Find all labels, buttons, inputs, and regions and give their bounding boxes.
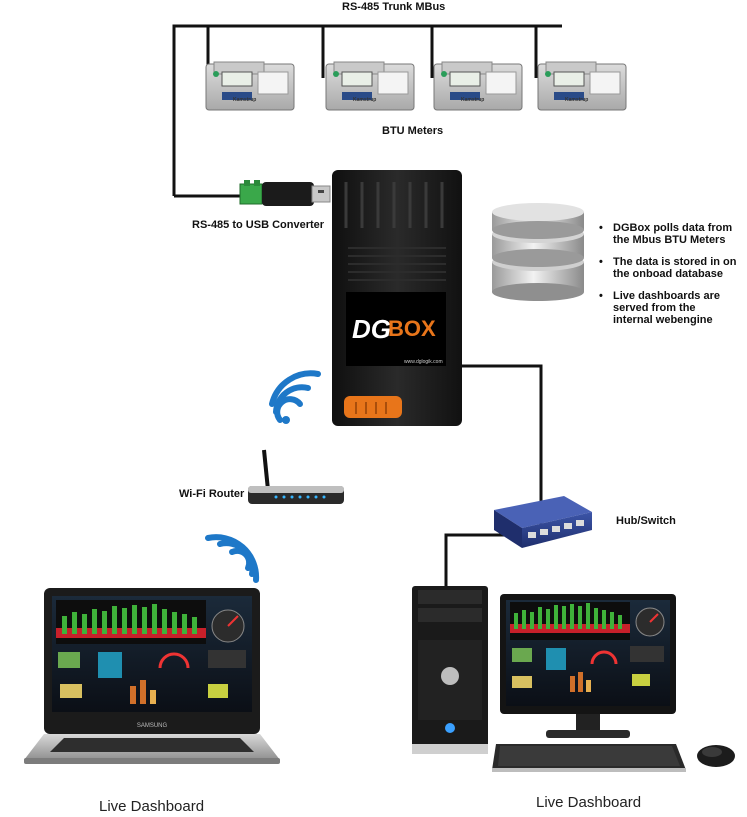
dgbox-logo-box: BOX — [388, 316, 436, 341]
dgbox-url: www.dglogik.com — [404, 359, 443, 365]
feature-bullet: Live dashboards are served from the inte… — [598, 290, 738, 326]
mouse — [697, 745, 735, 767]
dgbox-device: DG BOX www.dglogik.com — [332, 170, 462, 426]
hub-switch — [494, 496, 592, 548]
feature-bullet: The data is stored in on the onboad data… — [598, 256, 738, 280]
dgbox-logo-dg: DG — [352, 314, 391, 344]
wifi-router — [248, 449, 344, 504]
btu-meter — [433, 61, 523, 111]
meter-brand: Kamstrup — [565, 97, 589, 103]
laptop: SAMSUNG — [24, 588, 280, 764]
converter-label: RS-485 to USB Converter — [192, 219, 325, 231]
keyboard — [492, 744, 686, 772]
live-dashboard-right-label: Live Dashboard — [536, 794, 642, 811]
desktop-monitor — [500, 594, 676, 738]
feature-bullet: DGBox polls data from the Mbus BTU Meter… — [598, 222, 738, 246]
wifi-router-label: Wi-Fi Router — [179, 488, 245, 500]
database-icon — [492, 203, 584, 301]
ethernet-cable — [444, 364, 543, 586]
wifi-signal-icon — [205, 534, 260, 583]
btu-meters — [205, 61, 627, 111]
btu-meter — [537, 61, 627, 111]
meter-brand: Kamstrup — [461, 97, 485, 103]
btu-meter — [205, 61, 295, 111]
btu-meters-label: BTU Meters — [382, 125, 444, 137]
meter-brand: Kamstrup — [233, 97, 257, 103]
trunk-bus-cable — [172, 24, 562, 198]
laptop-dashboard-chart — [56, 600, 246, 704]
feature-bullet-list: DGBox polls data from the Mbus BTU Meter… — [598, 222, 738, 336]
usb-converter — [239, 180, 331, 206]
hub-switch-label: Hub/Switch — [616, 515, 676, 527]
laptop-brand: SAMSUNG — [137, 723, 168, 729]
live-dashboard-left-label: Live Dashboard — [99, 798, 205, 815]
desktop-tower — [412, 586, 488, 754]
btu-meter — [325, 61, 415, 111]
trunk-label: RS-485 Trunk MBus — [342, 1, 446, 13]
meter-brand: Kamstrup — [353, 97, 377, 103]
wifi-signal-icon — [269, 370, 321, 424]
